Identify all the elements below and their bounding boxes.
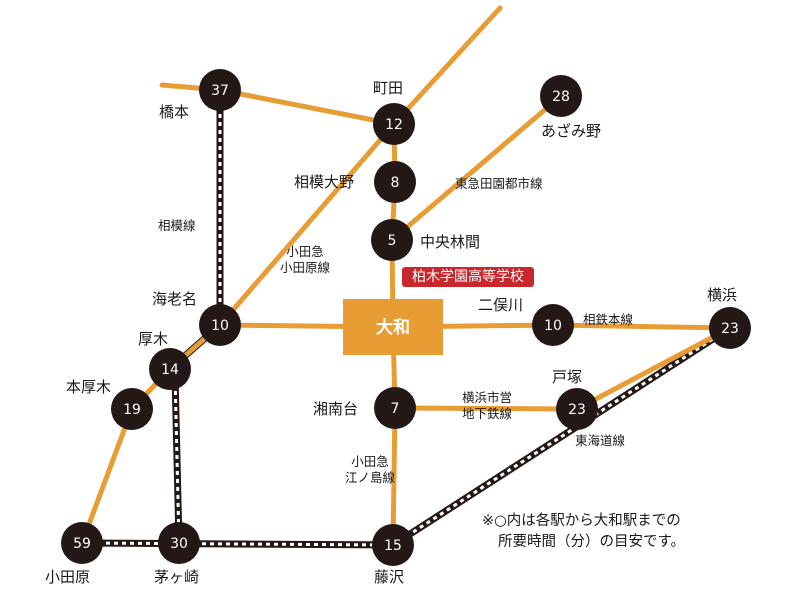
line-totsuka-yokohama xyxy=(574,325,733,412)
station-minutes: 37 xyxy=(211,83,229,99)
rail-tokaido-west-ties xyxy=(81,541,394,547)
station-azamino: 28 xyxy=(540,75,582,117)
rail-lines xyxy=(79,5,733,548)
line-odakyu-odawara-south xyxy=(79,406,135,546)
station-minutes: 12 xyxy=(385,117,403,133)
station-minutes: 10 xyxy=(544,318,562,334)
hub-name: 大和 xyxy=(376,317,410,338)
rail-tracks xyxy=(81,90,732,549)
station-minutes: 8 xyxy=(391,175,400,191)
line-sagami-hara xyxy=(159,82,397,127)
line-tokyu xyxy=(389,93,564,243)
line-name-odakyu-odawara-2: 小田原線 xyxy=(279,260,330,275)
line-name-subway-2: 地下鉄線 xyxy=(461,406,512,421)
line-name-odakyu-odawara-1: 小田急 xyxy=(286,244,324,259)
station-chigasaki: 30 xyxy=(158,522,200,564)
station-ebina: 10 xyxy=(199,304,241,346)
station-shonandai: 7 xyxy=(374,387,416,429)
line-subway xyxy=(392,405,580,412)
rail-sagami-line-south xyxy=(171,374,183,544)
station-circle xyxy=(532,304,574,346)
line-tokyu-upper xyxy=(391,5,503,127)
station-machida: 12 xyxy=(373,103,415,145)
station-name-sagamiono: 相模大野 xyxy=(294,173,355,191)
station-name-ebina: 海老名 xyxy=(152,290,198,308)
station-circle xyxy=(372,524,414,566)
footnote: ※○内は各駅から大和駅までの 所要時間（分）の目安です。 xyxy=(482,511,685,553)
line-odakyu-odawara xyxy=(129,121,397,412)
station-totsuka: 23 xyxy=(556,388,598,430)
station-minutes: 15 xyxy=(384,538,402,554)
station-name-totsuka: 戸塚 xyxy=(552,368,583,386)
station-chuorinkan: 5 xyxy=(371,219,413,261)
footnote-line-2: 所要時間（分）の目安です。 xyxy=(498,534,686,550)
station-minutes: 7 xyxy=(391,401,400,417)
station-circle xyxy=(374,387,416,429)
station-futamatagawa: 10 xyxy=(532,304,574,346)
line-name-odakyu-odawara: 小田急 小田原線 xyxy=(270,244,340,276)
station-name-hashimoto: 橋本 xyxy=(159,103,190,121)
footnote-line-1: ※○内は各駅から大和駅までの xyxy=(482,513,681,529)
line-name-subway-1: 横浜市営 xyxy=(461,390,512,405)
station-odawara: 59 xyxy=(61,522,103,564)
station-name-azamino: あざみ野 xyxy=(541,122,602,140)
station-name-shonandai: 湘南台 xyxy=(313,400,359,418)
line-sotetsu xyxy=(217,322,733,331)
line-enoshima xyxy=(390,324,398,548)
line-name-sagami: 相模線 xyxy=(158,218,196,233)
station-circle xyxy=(158,522,200,564)
station-minutes: 10 xyxy=(211,318,229,334)
station-circle xyxy=(556,388,598,430)
station-circle xyxy=(373,103,415,145)
line-name-tokaido: 東海道線 xyxy=(575,433,626,448)
station-minutes: 23 xyxy=(721,321,739,337)
station-name-futamatagawa: 二俣川 xyxy=(478,296,524,314)
line-name-odakyu-enoshima-2: 江ノ島線 xyxy=(344,470,395,485)
station-name-yokohama: 横浜 xyxy=(707,286,738,304)
station-name-chuorinkan: 中央林間 xyxy=(420,233,481,251)
station-circle xyxy=(540,75,582,117)
station-minutes: 23 xyxy=(568,402,586,418)
hub-box xyxy=(343,299,443,355)
hub-station-yamato: 大和 xyxy=(343,299,443,355)
station-atsugi: 14 xyxy=(149,348,191,390)
station-honatsugi: 19 xyxy=(111,388,153,430)
station-minutes: 30 xyxy=(170,536,188,552)
station-minutes: 5 xyxy=(388,233,397,249)
station-fujisawa: 15 xyxy=(372,524,414,566)
station-name-odawara: 小田原 xyxy=(45,568,91,586)
station-circle xyxy=(709,307,751,349)
station-hashimoto: 37 xyxy=(199,69,241,111)
station-circle xyxy=(371,219,413,261)
station-markers: 37 12 28 8 5 10 10 23 14 19 7 23 59 30 15 xyxy=(61,69,751,566)
station-name-honatsugi: 本厚木 xyxy=(66,378,112,396)
line-name-odakyu-enoshima-1: 小田急 xyxy=(351,454,389,469)
station-minutes: 28 xyxy=(552,89,570,105)
station-circle xyxy=(374,161,416,203)
station-minutes: 59 xyxy=(73,536,91,552)
line-name-sotetsu: 相鉄本線 xyxy=(583,312,634,327)
station-minutes: 14 xyxy=(161,362,179,378)
line-odakyu-north xyxy=(389,121,398,330)
station-circle xyxy=(111,388,153,430)
station-circle xyxy=(61,522,103,564)
station-minutes: 19 xyxy=(123,402,141,418)
station-name-machida: 町田 xyxy=(373,79,404,97)
station-sagamiono: 8 xyxy=(374,161,416,203)
school-badge: 柏木学園高等学校 xyxy=(402,267,534,287)
station-name-fujisawa: 藤沢 xyxy=(374,568,405,586)
rail-tokaido-east-ties xyxy=(392,326,731,547)
station-name-chigasaki: 茅ヶ崎 xyxy=(154,568,200,586)
line-name-subway: 横浜市営 地下鉄線 xyxy=(452,390,522,422)
station-yokohama: 23 xyxy=(709,307,751,349)
line-name-tokyu: 東急田園都市線 xyxy=(455,176,543,191)
station-circle xyxy=(199,69,241,111)
station-circle xyxy=(199,304,241,346)
line-name-odakyu-enoshima: 小田急 江ノ島線 xyxy=(335,454,405,486)
station-name-atsugi: 厚木 xyxy=(138,330,169,348)
station-circle xyxy=(149,348,191,390)
